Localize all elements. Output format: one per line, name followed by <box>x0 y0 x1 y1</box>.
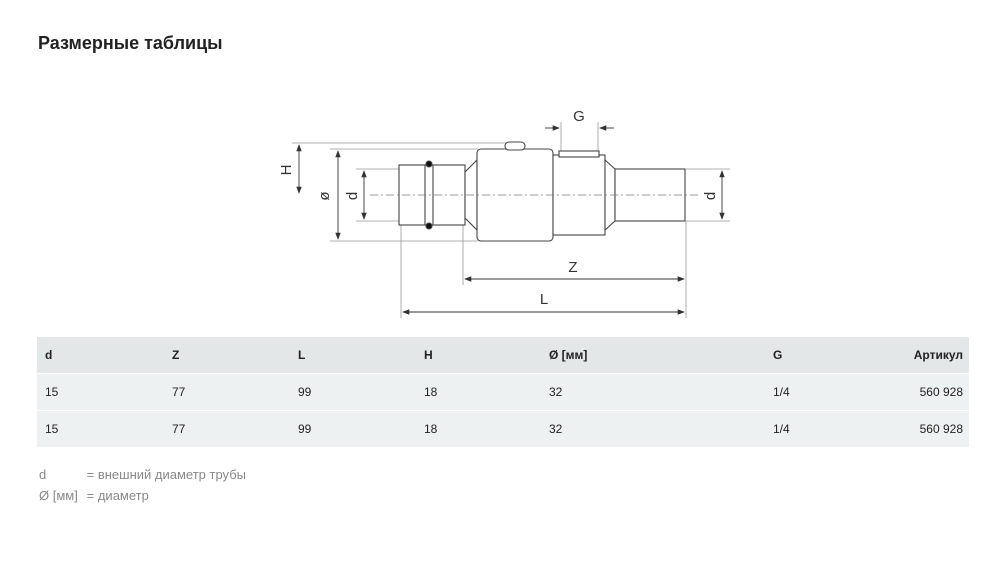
fitting-dimension-drawing: H ø d d G Z L <box>278 108 730 318</box>
cell-diameter: 32 <box>541 373 765 411</box>
fitting-body <box>398 141 686 242</box>
col-header-diameter: Ø [мм] <box>541 337 765 374</box>
dimension-arrows <box>296 125 725 315</box>
cell-d: 15 <box>37 373 164 411</box>
legend-text: диаметр <box>97 488 149 503</box>
cell-h: 18 <box>416 373 541 411</box>
dim-label-g: G <box>573 108 585 125</box>
col-header-g: G <box>765 337 875 374</box>
cell-d: 15 <box>37 410 164 447</box>
dimension-table: d Z L H Ø [мм] G Артикул 15 77 99 18 32 … <box>37 337 969 447</box>
extension-lines <box>292 122 730 318</box>
table-header-row: d Z L H Ø [мм] G Артикул <box>37 337 969 374</box>
col-header-z: Z <box>164 337 290 374</box>
cell-g: 1/4 <box>765 410 875 447</box>
dim-label-d-left: d <box>344 192 361 200</box>
legend-item-d: d = внешний диаметр трубы <box>39 467 246 482</box>
col-header-l: L <box>290 337 416 374</box>
cell-diameter: 32 <box>541 410 765 447</box>
col-header-h: H <box>416 337 541 374</box>
table-row: 15 77 99 18 32 1/4 560 928 <box>37 373 969 411</box>
page-title: Размерные таблицы <box>38 33 223 53</box>
dim-label-diameter: ø <box>316 191 333 200</box>
dim-label-d-right: d <box>702 192 719 200</box>
col-header-d: d <box>37 337 164 374</box>
legend-sep: = <box>86 488 95 503</box>
legend-key: d <box>39 467 47 482</box>
cell-article: 560 928 <box>875 410 969 447</box>
cell-z: 77 <box>164 410 290 447</box>
cell-l: 99 <box>290 373 416 411</box>
dim-label-h: H <box>278 165 295 176</box>
cell-h: 18 <box>416 410 541 447</box>
dim-label-l: L <box>540 291 548 308</box>
dim-label-z: Z <box>568 259 577 276</box>
cell-z: 77 <box>164 373 290 411</box>
cell-article: 560 928 <box>875 373 969 411</box>
col-header-article: Артикул <box>875 337 969 374</box>
legend-sep: = <box>86 467 95 482</box>
table-row: 15 77 99 18 32 1/4 560 928 <box>37 410 969 447</box>
legend-item-diameter: Ø [мм] = диаметр <box>39 488 149 503</box>
legend-text: внешний диаметр трубы <box>97 467 246 482</box>
legend-key: Ø [мм] <box>39 488 78 503</box>
cell-l: 99 <box>290 410 416 447</box>
cell-g: 1/4 <box>765 373 875 411</box>
